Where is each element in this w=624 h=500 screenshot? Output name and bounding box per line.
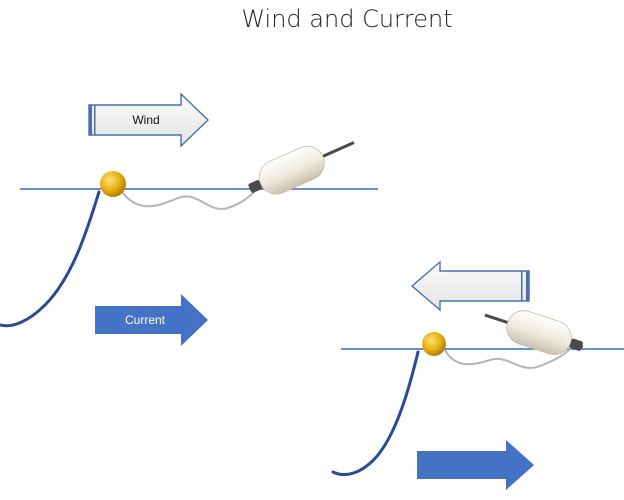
fender-2-clip: [569, 338, 583, 351]
wind-arrow: Wind: [88, 92, 210, 148]
wind-arrow-reversed: [410, 260, 530, 312]
wind-arrow-reversed-shape: [410, 260, 530, 312]
wind-arrow-reversed-tail-bar: [526, 271, 529, 301]
fender-2-body: [506, 310, 572, 356]
anchor-line: [0, 190, 101, 328]
diagram-title: Wind and Current: [241, 5, 452, 33]
current-arrow: Current: [95, 294, 208, 346]
wind-arrow-shape: [88, 92, 210, 148]
scene-wind-and-current-same-direction: Wind Current: [0, 92, 378, 346]
fender-2: [484, 310, 584, 356]
current-arrow-2: [417, 440, 534, 490]
current-arrow-shape: [95, 294, 208, 346]
wind-arrow-tail-bar: [89, 105, 92, 135]
tether-line: [121, 191, 255, 210]
tether-line-2: [444, 344, 575, 369]
current-label: Current: [125, 313, 166, 327]
fender-clip: [248, 180, 263, 193]
scene-wind-against-current: [331, 260, 624, 490]
current-arrow-2-shape: [417, 440, 534, 490]
fender-body: [258, 145, 325, 195]
anchor-line-2: [331, 350, 420, 477]
wind-arrow-tail-bar-thin: [94, 105, 96, 135]
wind-arrow-reversed-tail-bar-thin: [521, 271, 523, 301]
fender: [248, 141, 355, 195]
buoy-2: [422, 332, 446, 356]
wind-label: Wind: [132, 113, 159, 127]
buoy: [100, 171, 126, 197]
